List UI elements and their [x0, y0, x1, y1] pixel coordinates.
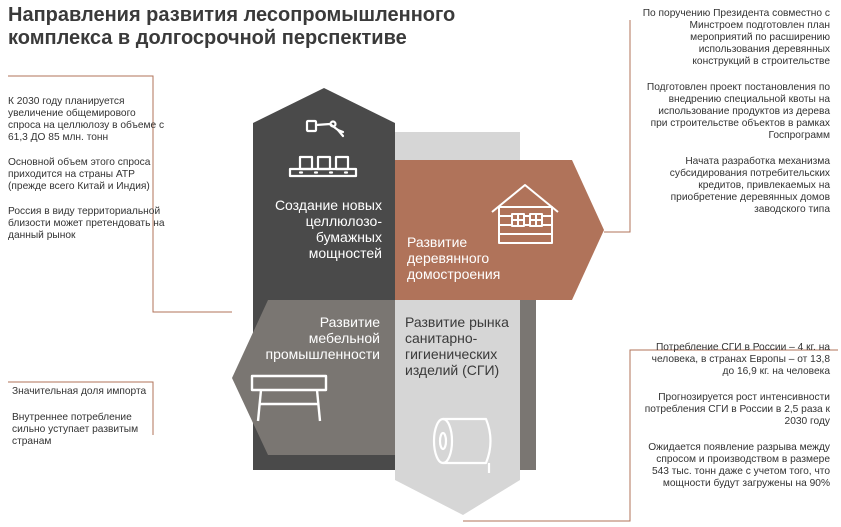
- note-right-bottom-2: Прогнозируется рост интенсивности потреб…: [644, 392, 830, 427]
- note-right-bottom-1: Потребление СГИ в России – 4 кг. на чело…: [651, 342, 830, 377]
- note-right-top-2: Подготовлен проект постановления по внед…: [646, 82, 830, 141]
- page-title: Направления развития лесопромышленного к…: [8, 4, 456, 49]
- segment-furniture: [232, 300, 395, 455]
- toilet-paper-roll-icon: [432, 417, 492, 473]
- note-left-top-2: Основной объем этого спроса приходится н…: [8, 157, 151, 192]
- notes-left-top: К 2030 году планируется увеличение общем…: [8, 96, 166, 242]
- notes-right-top: По поручению Президента совместно с Минс…: [640, 8, 830, 216]
- segment-hygiene: [395, 300, 520, 515]
- segment-pulp-label: Создание новых целлюлозо-бумажных мощнос…: [274, 197, 382, 261]
- wooden-house-icon: [491, 184, 559, 244]
- note-right-bottom-3: Ожидается появление разрыва между спросо…: [648, 442, 830, 489]
- segment-hygiene-label: Развитие рынка санитарно-гигиенических и…: [405, 314, 509, 378]
- connector-right-top: [604, 20, 631, 233]
- factory-robot-arm-icon: [288, 119, 358, 178]
- segment-housing-label: Развитие деревянного домостроения: [407, 234, 501, 282]
- connector-left-bottom: [8, 381, 154, 435]
- connector-right-bottom: [463, 349, 838, 522]
- note-left-top-3: Россия в виду территориальной близости м…: [8, 206, 165, 241]
- notes-right-bottom: Потребление СГИ в России – 4 кг. на чело…: [640, 342, 830, 490]
- note-left-bottom-1: Значительная доля импорта: [12, 386, 147, 397]
- table-icon: [250, 374, 328, 422]
- notes-left-bottom: Значительная доля импорта Внутреннее пот…: [12, 386, 152, 448]
- note-left-top-1: К 2030 году планируется увеличение общем…: [8, 96, 165, 143]
- note-right-top-1: По поручению Президента совместно с Минс…: [642, 8, 830, 67]
- note-left-bottom-2: Внутреннее потребление сильно уступает р…: [12, 412, 139, 447]
- note-right-top-3: Начата разработка механизма субсидирован…: [669, 156, 830, 215]
- segment-pulp: [253, 88, 395, 300]
- segment-furniture-label: Развитие мебельной промышленности: [265, 314, 380, 362]
- connector-left-top: [8, 75, 232, 313]
